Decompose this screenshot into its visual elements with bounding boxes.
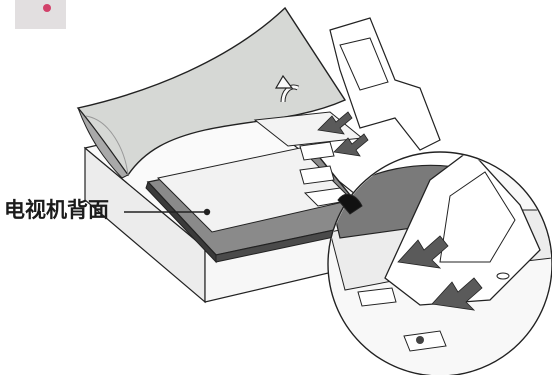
- push-arrow-icon: [333, 133, 369, 157]
- callout-anchor-dot: [203, 208, 211, 216]
- stand-bracket: [253, 17, 441, 207]
- push-arrow-icon: [397, 235, 449, 269]
- hook-detail: [337, 193, 363, 215]
- protective-cover: [76, 6, 347, 179]
- push-arrow-icon: [431, 277, 483, 311]
- step-indicator-badge: [15, 0, 66, 29]
- tv-back-label: 电视机背面: [4, 198, 109, 222]
- lift-arrow-icon: [274, 74, 300, 103]
- push-arrow-icon: [317, 111, 353, 135]
- step-indicator-dot: [43, 4, 51, 12]
- magnified-detail: [327, 151, 552, 375]
